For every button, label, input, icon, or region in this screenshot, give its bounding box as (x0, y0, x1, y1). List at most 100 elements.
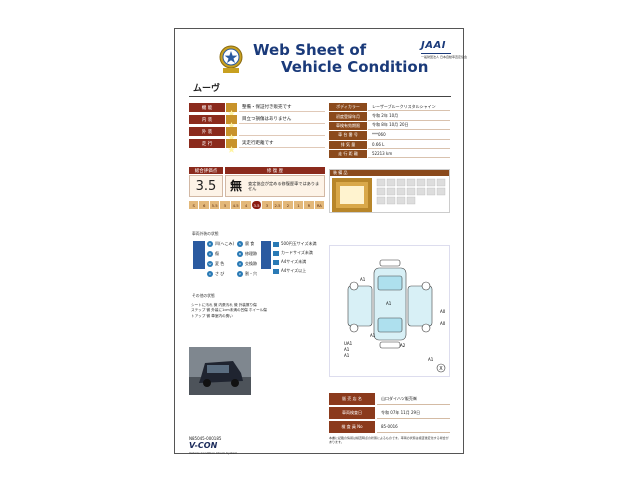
grade-scale-item: R (304, 201, 315, 209)
car-name: ムーヴ (193, 84, 221, 94)
size-label: 500円玉サイズ未満 (281, 241, 317, 246)
inspector-value: 85-0016 (377, 421, 450, 433)
sheet-title-line1: Web Sheet of (253, 41, 367, 59)
grade-scale-item: 3 (262, 201, 273, 209)
footer-note: 本書に記載の情報は検査時点の状態によるものです。車両の状態は検査後変化する場合が… (329, 436, 449, 444)
legend-label: 変 色 (215, 260, 225, 266)
legend-code: U (207, 251, 213, 258)
vcon-emblem-icon (217, 45, 245, 75)
spec-value: ***060 (368, 131, 450, 140)
sheet-code: N85045-000185 (189, 436, 222, 441)
legend-label: 割・穴 (245, 270, 257, 276)
dealer-label: 販 売 店 名 (329, 393, 375, 405)
jaai-subtitle: 一般財団法人 日本自動車査定協会 (421, 55, 467, 59)
legend-label: 凹(へこみ) (215, 241, 235, 247)
vcon-subtitle: Vehicle Condition Check System (189, 451, 238, 455)
dealer-info: 販 売 店 名 山口ダイハツ販売㈱ 車両検査日 令和 07年 11月 29日 検… (329, 393, 450, 435)
legend-header: 車両外装の状態 (189, 231, 325, 237)
equipment-box: 装 備 品 (329, 169, 450, 213)
legend-label: 腐 食 (245, 241, 255, 247)
size-label: A4サイズ未満 (281, 259, 307, 264)
damage-label: A1 (344, 347, 350, 352)
spec-label: ボディカラー (329, 103, 367, 112)
svg-text:X: X (439, 366, 443, 372)
grade-score: 3.5 (189, 175, 223, 197)
legend-code: D (207, 241, 213, 248)
repair-history-box: 無 査定協会が定める修復歴車ではありません (225, 175, 325, 197)
damage-label: A1 (360, 277, 366, 282)
spec-value: 令和 8年 10月 20日 (368, 121, 450, 131)
status-label-mileage: 走 行 (189, 139, 225, 148)
dealer-value: 山口ダイハツ販売㈱ (377, 393, 450, 405)
star-icon (226, 127, 237, 141)
legend-code: B (237, 251, 243, 258)
star-icon (226, 115, 237, 129)
repair-mark: 無 (230, 179, 243, 193)
other-line: トアップ 微 車室内の臭い (191, 313, 233, 318)
vcon-logo-text: V-CON (189, 441, 218, 450)
damage-label: A0 (440, 309, 446, 314)
status-label-function: 機 能 (189, 103, 225, 112)
spec-value: レーザーブルークリスタルシャイン (368, 103, 450, 112)
status-value-mileage: 実走行距離です (239, 139, 325, 148)
grade-header: 総合評価点 (189, 167, 223, 174)
repair-text: 査定協会が定める修復歴車ではありません (248, 181, 320, 192)
legend-label: さ び (215, 270, 225, 276)
damage-label: A1 (370, 333, 376, 338)
damage-label: A0 (440, 321, 446, 326)
legend-label: 修理跡 (245, 251, 257, 257)
spec-label: 排 気 量 (329, 140, 367, 149)
grade-scale-item: S (189, 201, 200, 209)
spec-label: 走 行 距 離 (329, 150, 367, 159)
spec-label: 車 台 番 号 (329, 131, 367, 140)
other-line: シートに汚れ 微 内張汚れ 微 外装擦り傷 (191, 303, 257, 307)
inspector-label: 検 査 員 No (329, 421, 375, 433)
equipment-header: 装 備 品 (330, 170, 449, 176)
grade-scale-item: 2 (283, 201, 294, 209)
legend-label: 傷 (215, 251, 219, 257)
vehicle-photo (189, 347, 251, 395)
status-label-interior: 内 装 (189, 115, 225, 124)
grade-scale: S 6 5.5 5 4.5 4 3.5 3 2.5 2 1 R RA (189, 201, 326, 209)
damage-label: A2 (400, 343, 406, 348)
legend-code: X (237, 260, 243, 267)
damage-label: A1 (386, 301, 392, 306)
spec-value: 令和 2年 10月 (368, 112, 450, 121)
spec-value: 52213 km (368, 150, 450, 159)
status-label-exterior: 外 装 (189, 127, 225, 136)
jaai-logo-text: JAAI (421, 40, 446, 51)
star-icon (226, 139, 237, 153)
grade-scale-item: RA (314, 201, 326, 209)
legend-label: 交換跡 (245, 260, 257, 266)
grade-scale-item: 1 (293, 201, 305, 209)
other-notes: シートに汚れ 微 内張汚れ 微 外装擦り傷 ステップ 微 外装に1cm未満の凹傷… (191, 303, 267, 319)
grade-scale-item: 6 (199, 201, 210, 209)
jaai-logo: JAAI 一般財団法人 日本自動車査定協会 (421, 40, 467, 71)
grade-scale-item-active: 3.5 (251, 201, 263, 209)
status-value-function: 整備・保証付き販売です (239, 103, 325, 112)
repair-header: 修 復 歴 (225, 167, 325, 174)
other-line: ステップ 微 外装に1cm未満の凹傷 ホイール傷 (191, 308, 267, 313)
condition-sheet: Web Sheet of Vehicle Condition JAAI 一般財団… (174, 28, 467, 455)
status-value-interior: 目立つ損傷はありません (239, 115, 325, 124)
damage-label: UA1 (344, 341, 353, 346)
spec-label: 車検有効期限 (329, 121, 367, 131)
star-icon (226, 103, 237, 117)
legend-code: P (237, 270, 243, 277)
other-header: その他の状態 (189, 293, 325, 299)
spec-value: 0.66 L (368, 140, 450, 149)
legend-size-bar (261, 241, 271, 269)
grade-scale-item: 5 (220, 201, 231, 209)
divider (189, 96, 451, 97)
grade-scale-item: 2.5 (272, 201, 284, 209)
grade-scale-item: 4 (241, 201, 252, 209)
grade-scale-item: 5.5 (209, 201, 221, 209)
equipment-emblem-icon (332, 178, 372, 212)
spec-label: 初度登録年月 (329, 112, 367, 121)
size-label: A4サイズ以上 (281, 268, 307, 273)
vehicle-damage-diagram: X A1 A1 A1 UA1 A1 A1 A0 A1 A2 A0 (329, 245, 450, 377)
legend-code: W (207, 260, 213, 267)
equipment-grid (376, 178, 448, 212)
grade-scale-item: 4.5 (230, 201, 242, 209)
